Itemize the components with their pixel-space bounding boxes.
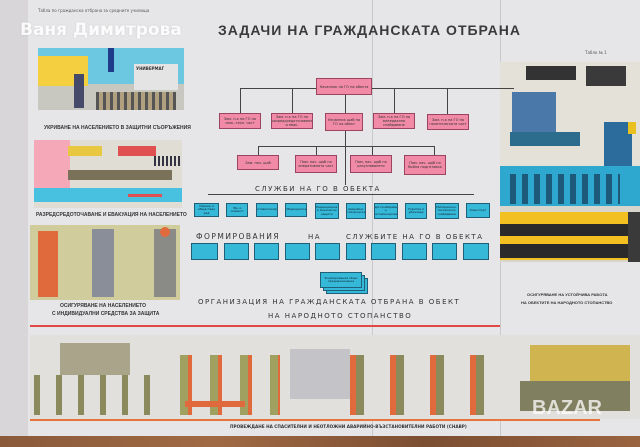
connector — [372, 146, 373, 156]
connector — [316, 146, 317, 156]
service-box: Укрития и убежища — [405, 203, 428, 219]
service-box: Медицинска — [285, 203, 308, 217]
service-box: Материално-техническо снабдяване — [434, 203, 459, 219]
divider-red — [30, 325, 500, 327]
formation-box — [345, 243, 366, 260]
formation-box — [191, 243, 218, 260]
connector — [447, 88, 448, 114]
formation-box — [284, 243, 310, 260]
sheet-number: Табло № 1 — [585, 50, 607, 55]
caption-industry-1: ОСИГУРЯВАНЕ НА УСТОЙЧИВА РАБОТА — [527, 292, 608, 297]
service-box: Охрана и обществен ред — [194, 203, 219, 217]
services-label: СЛУЖБИ НА ГО В ОБЕКТА — [252, 185, 384, 193]
evacuation-illustration — [34, 140, 182, 208]
caption-shelter: УКРИВАНЕ НА НАСЕЛЕНИЕТО В ЗАЩИТНИ СЪОРЪЖ… — [44, 125, 191, 131]
fold-line — [372, 0, 373, 436]
service-box: Радиационна и химическа защита — [314, 203, 339, 219]
org-level1-box: Зам. н-к на ГО по инж.-техн. част — [219, 113, 261, 129]
org-level2-box: Зам. нач. щаб — [237, 155, 279, 170]
formation-box — [462, 243, 489, 260]
rescue-illustration — [30, 335, 640, 419]
connector — [258, 146, 259, 156]
formation-box — [432, 243, 458, 260]
org-level1-box: Началник щаб на ГО на обект — [325, 113, 363, 131]
poster-edge — [0, 0, 28, 436]
caption-rescue: ПРОВЕЖДАНЕ НА СПАСИТЕЛНИ И НЕОТЛОЖНИ АВА… — [230, 424, 467, 429]
formation-box — [254, 243, 280, 260]
service-box: Транспорт — [465, 203, 490, 218]
wooden-floor — [0, 436, 640, 447]
org-level1-box: Зам. н-к на ГО по политическата част — [427, 114, 469, 130]
formation-box — [371, 243, 397, 260]
service-box: Енергоснабдяване и светомаскировка — [373, 203, 398, 219]
caption-protection-1: ОСИГУРЯВАНЕ НА НАСЕЛЕНИЕТО — [60, 303, 147, 309]
service-box: Вр. и оповест. — [226, 203, 249, 217]
formation-box — [401, 243, 427, 260]
formations-row — [191, 243, 489, 263]
shop-sign: УНИВЕРМАГ — [136, 66, 165, 71]
connector — [240, 88, 241, 114]
formations-label-2: НА — [308, 233, 322, 241]
header-small: Табла по гражданска отбрана за средните … — [38, 8, 150, 13]
poster-title: ЗАДАЧИ НА ГРАЖДАНСКАТА ОТБРАНА — [218, 22, 521, 38]
service-box: Аварийно-техническа — [346, 203, 367, 219]
formation-box — [223, 243, 249, 260]
formations-label-3: СЛУЖБИТЕ НА ГО В ОБЕКТА — [346, 233, 484, 241]
org-level1-box: Зам. н-к на ГО по материално снабдяване — [373, 113, 415, 129]
connector — [240, 88, 514, 89]
connector — [208, 194, 474, 195]
connector — [345, 95, 346, 191]
industry-illustration — [500, 62, 640, 262]
protection-illustration — [30, 225, 180, 300]
org-level2-box: Пом. нач. щаб по оперативната част — [295, 155, 337, 173]
org-level1-box: Зам. н-к на ГО по разредсредоточаване и … — [271, 113, 313, 129]
seller-watermark: Ваня Димитрова — [20, 20, 182, 40]
connector — [434, 146, 435, 156]
org-head: Началник на ГО на обекта — [316, 78, 372, 95]
formation-box — [315, 243, 341, 260]
org-footer-1: ОРГАНИЗАЦИЯ НА ГРАЖДАНСКАТА ОТБРАНА В ОБ… — [198, 298, 461, 306]
org-level2-box: Пом. нач. щаб по бойна подготовка — [404, 155, 446, 175]
bazar-logo: BAZAR — [532, 397, 602, 419]
shelter-illustration: УНИВЕРМАГ — [38, 48, 184, 110]
caption-evacuation: РАЗРЕДСРЕДОТОЧАВАНЕ И ЕВАКУАЦИЯ НА НАСЕЛ… — [36, 212, 187, 218]
service-box: Противопожарна — [255, 203, 278, 217]
connector — [292, 88, 293, 114]
formations-label-1: ФОРМИРОВАНИЯ — [196, 232, 281, 241]
services-row: Охрана и обществен ред Вр. и оповест. Пр… — [194, 203, 490, 221]
caption-industry-2: НА ОБЕКТИТЕ НА НАРОДНОТО СТОПАНСТВО — [521, 300, 613, 305]
caption-protection-2: С ИНДИВИДУАЛНИ СРЕДСТВА ЗА ЗАЩИТА — [52, 311, 160, 317]
connector — [258, 146, 434, 147]
connector — [394, 88, 395, 114]
org-footer-2: НА НАРОДНОТО СТОПАНСТВО — [268, 312, 413, 320]
divider-orange — [30, 419, 600, 421]
general-formations-box: Формирования общо предназначение — [320, 272, 362, 288]
org-level2-box: Пом. нач. щаб по разузнаването — [350, 155, 392, 173]
